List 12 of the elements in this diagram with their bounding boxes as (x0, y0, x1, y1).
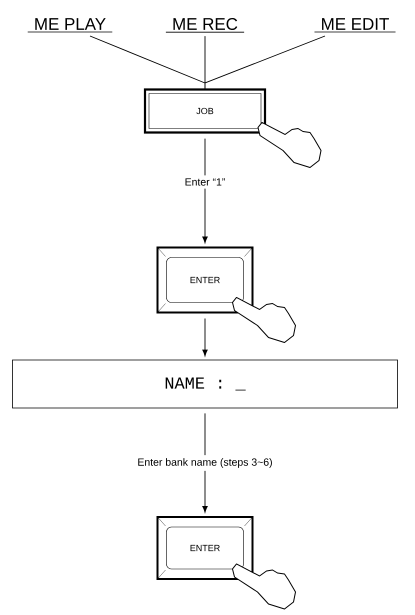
edge-label: Enter “1” (182, 175, 228, 189)
underlined-label: ME EDIT (314, 18, 396, 32)
connector-line (204, 36, 326, 89)
arrow (202, 318, 208, 356)
underlined-label: ME PLAY (27, 18, 113, 32)
display-panel: NAME : _ (12, 360, 398, 408)
underlined-label: ME REC (165, 18, 245, 33)
key-button: ENTER (156, 516, 254, 580)
arrow (202, 138, 208, 244)
edge-label: Enter bank name (steps 3~6) (134, 455, 276, 471)
key-button: ENTER (156, 246, 254, 314)
key-button: JOB (144, 88, 266, 134)
